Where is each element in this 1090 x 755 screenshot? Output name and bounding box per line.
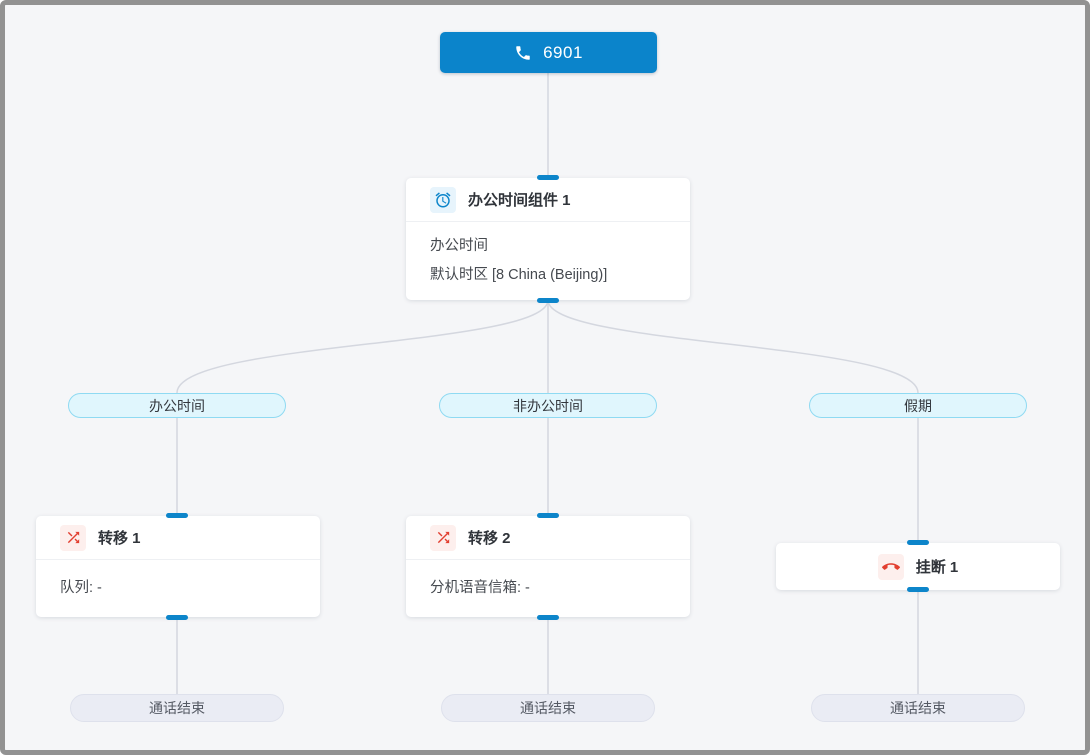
office-time-component-title: 办公时间组件 1: [468, 192, 571, 209]
hangup-1-input-port[interactable]: [907, 540, 929, 545]
hangup-1-node[interactable]: 挂断 1: [776, 543, 1060, 590]
transfer-2-input-port[interactable]: [537, 513, 559, 518]
terminal-call-end-3: 通话结束: [811, 694, 1025, 722]
transfer-2-node[interactable]: 转移 2 分机语音信箱: -: [406, 516, 690, 617]
phone-icon: [514, 44, 532, 62]
transfer-1-header: 转移 1: [36, 516, 320, 560]
office-time-component-body: 办公时间 默认时区 [8 China (Beijing)]: [406, 222, 690, 300]
terminal-call-end-1: 通话结束: [70, 694, 284, 722]
entry-extension-node[interactable]: 6901: [440, 32, 657, 73]
branch-label: 办公时间: [149, 397, 205, 414]
transfer-2-title: 转移 2: [468, 530, 511, 547]
terminal-label: 通话结束: [520, 700, 576, 716]
connector-wires: [176, 73, 919, 694]
shuffle-icon: [60, 524, 86, 551]
office-component-output-port[interactable]: [537, 298, 559, 303]
flow-canvas[interactable]: 6901 办公时间组件 1 办公时间 默认时区 [8 China (Beijin…: [5, 5, 1085, 750]
office-time-line: 办公时间: [430, 238, 488, 254]
office-component-input-port[interactable]: [537, 175, 559, 180]
hangup-1-title: 挂断 1: [915, 559, 959, 576]
entry-extension-number: 6901: [543, 42, 583, 62]
terminal-label: 通话结束: [890, 700, 946, 716]
office-time-component-node[interactable]: 办公时间组件 1 办公时间 默认时区 [8 China (Beijing)]: [406, 178, 690, 300]
default-timezone-line: 默认时区 [8 China (Beijing)]: [430, 267, 608, 283]
transfer-1-input-port[interactable]: [166, 513, 188, 518]
terminal-label: 通话结束: [149, 700, 205, 716]
transfer-1-node[interactable]: 转移 1 队列: -: [36, 516, 320, 617]
alarm-clock-icon: [430, 186, 456, 213]
transfer-2-body: 分机语音信箱: -: [430, 580, 530, 596]
terminal-call-end-2: 通话结束: [441, 694, 655, 722]
branch-label: 假期: [904, 397, 932, 414]
transfer-1-title: 转移 1: [98, 530, 141, 547]
hangup-icon: [877, 553, 904, 580]
branch-label: 非办公时间: [513, 397, 583, 414]
shuffle-icon: [430, 524, 456, 551]
branch-office-hours[interactable]: 办公时间: [68, 393, 286, 418]
transfer-2-header: 转移 2: [406, 516, 690, 560]
transfer-2-output-port[interactable]: [537, 615, 559, 620]
transfer-1-output-port[interactable]: [166, 615, 188, 620]
branch-holiday[interactable]: 假期: [809, 393, 1027, 418]
transfer-1-body: 队列: -: [60, 580, 102, 596]
hangup-1-header: 挂断 1: [776, 543, 1060, 590]
hangup-1-output-port[interactable]: [907, 587, 929, 592]
branch-non-office-hours[interactable]: 非办公时间: [439, 393, 657, 418]
office-time-component-header: 办公时间组件 1: [406, 178, 690, 222]
